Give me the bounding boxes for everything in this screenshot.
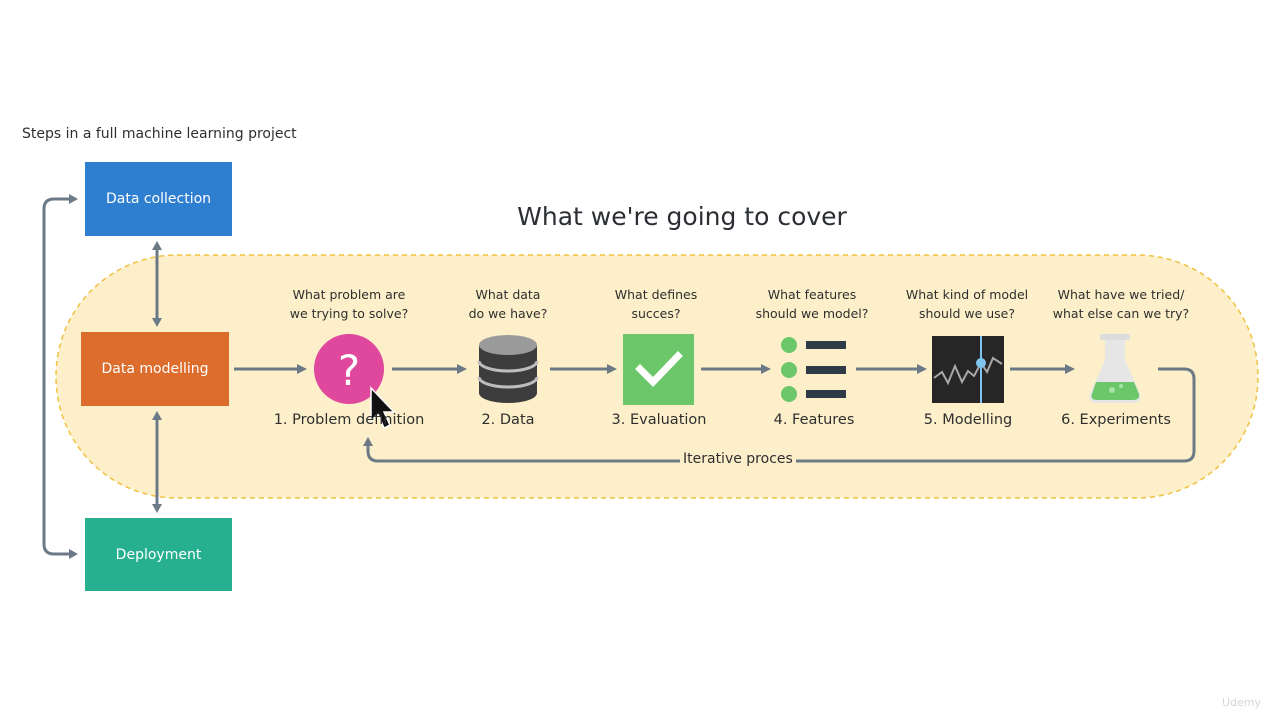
flask-icon [1089,334,1141,403]
step-label: 2. Data [481,412,535,428]
data-modelling-box: Data modelling [81,332,229,406]
checkmark-icon [623,334,694,405]
step-label: 1. Problem definition [273,412,425,428]
step-label: 3. Evaluation [611,412,707,428]
iterative-process-label: Iterative proces [680,451,796,467]
outer-loop-arrow [42,197,73,556]
step-question: What data do we have? [468,287,548,321]
model-chart-icon [932,336,1004,403]
page-title: Steps in a full machine learning project [22,126,297,142]
data-modelling-label: Data modelling [101,361,209,377]
database-icon [477,335,539,403]
deployment-box: Deployment [85,518,232,591]
step-label: 4. Features [773,412,855,428]
deployment-label: Deployment [115,546,202,563]
step-question: What have we tried/ what else can we try… [1052,287,1190,321]
data-collection-box: Data collection [85,162,232,236]
iterative-loop-arrow [366,367,1196,463]
cover-title: What we're going to cover [517,202,847,231]
watermark: Udemy [1222,696,1262,709]
svg-text:?: ? [338,346,360,395]
step-question: What features should we model? [755,287,869,321]
step-label: 5. Modelling [923,412,1013,428]
step-label: 6. Experiments [1061,412,1171,428]
question-icon: ? [314,334,384,404]
feature-list-icon [781,337,846,402]
step-question: What kind of model should we use? [905,287,1029,321]
step-question: What problem are we trying to solve? [289,287,409,321]
step-question: What defines succes? [614,287,698,321]
data-collection-label: Data collection [105,191,212,207]
mouse-cursor-icon [370,386,396,430]
